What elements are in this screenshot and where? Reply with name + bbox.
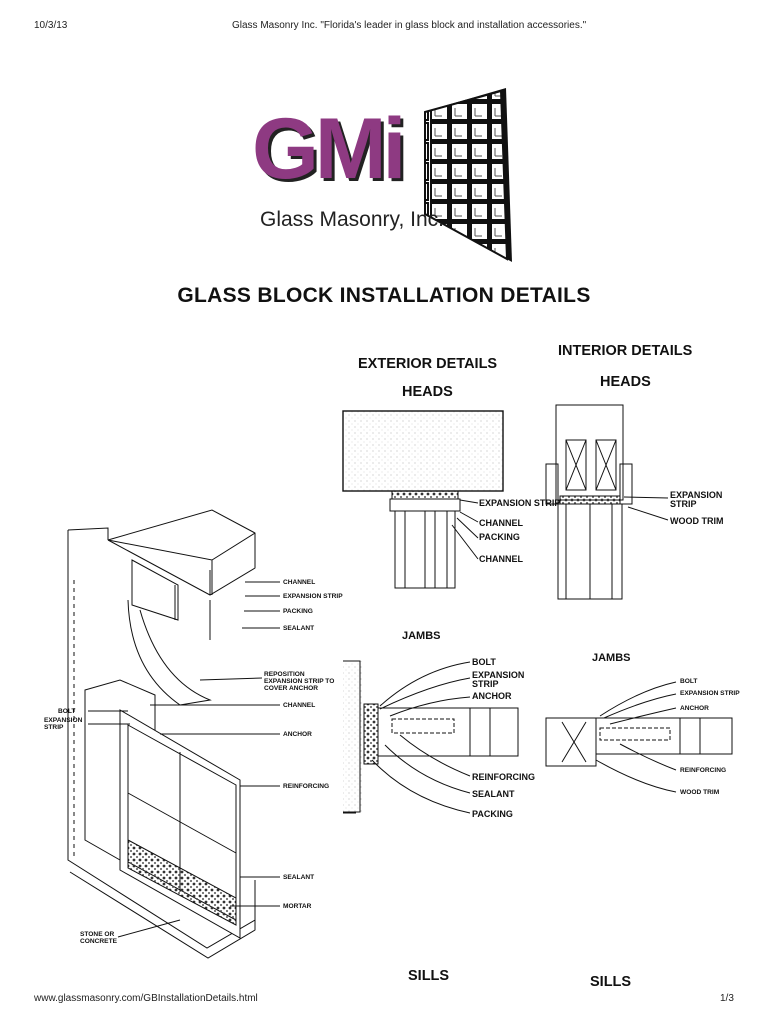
- glass-block-grid-graphic: [424, 88, 512, 262]
- exterior-sills-heading: SILLS: [408, 968, 450, 984]
- label-iso-sealant-2: SEALANT: [283, 874, 315, 881]
- label-ext-head-channel: CHANNEL: [479, 518, 523, 528]
- label-int-head-expansion-strip: EXPANSION STRIP: [670, 490, 723, 509]
- label-ext-jamb-anchor: ANCHOR: [472, 691, 512, 701]
- interior-heads-heading: HEADS: [600, 374, 651, 390]
- label-iso-channel: CHANNEL: [283, 579, 316, 586]
- label-ext-jamb-sealant: SEALANT: [472, 789, 515, 799]
- label-iso-expansion-strip: EXPANSION STRIP: [283, 593, 343, 600]
- label-ext-head-packing: PACKING: [479, 532, 520, 542]
- exterior-jambs-heading: JAMBS: [402, 630, 441, 642]
- jamb-bracket: [343, 660, 356, 814]
- logo-company-name: Glass Masonry, Inc.: [260, 208, 444, 231]
- print-date: 10/3/13: [34, 20, 68, 31]
- label-int-jamb-expansion-strip: EXPANSION STRIP: [680, 690, 740, 697]
- print-page-title: Glass Masonry Inc. "Florida's leader in …: [232, 20, 587, 31]
- interior-jambs-heading: JAMBS: [592, 652, 631, 664]
- label-int-jamb-anchor: ANCHOR: [680, 705, 709, 712]
- interior-jamb-detail: [545, 681, 733, 793]
- label-iso-reinforcing: REINFORCING: [283, 783, 330, 790]
- label-iso-packing: PACKING: [283, 608, 313, 615]
- interior-sills-heading: SILLS: [590, 974, 632, 990]
- label-iso-mortar: MORTAR: [283, 903, 312, 910]
- label-ext-jamb-packing: PACKING: [472, 809, 513, 819]
- label-ext-head-channel-2: CHANNEL: [479, 554, 523, 564]
- label-ext-jamb-expansion-strip: EXPANSION STRIP: [472, 670, 525, 689]
- label-iso-anchor: ANCHOR: [283, 731, 312, 738]
- exterior-heads-heading: HEADS: [402, 384, 453, 400]
- interior-details-heading: INTERIOR DETAILS: [558, 343, 693, 359]
- label-int-head-wood-trim: WOOD TRIM: [670, 516, 724, 526]
- footer-url[interactable]: www.glassmasonry.com/GBInstallationDetai…: [34, 993, 258, 1004]
- exterior-jamb-detail: [343, 660, 519, 814]
- page-title: GLASS BLOCK INSTALLATION DETAILS: [177, 284, 591, 307]
- gmi-logo: GMi Glass Masonry, Inc.: [250, 82, 520, 270]
- label-ext-jamb-reinforcing: REINFORCING: [472, 772, 535, 782]
- exterior-head-detail: [342, 410, 504, 589]
- label-ext-head-expansion-strip: EXPANSION STRIP: [479, 498, 561, 508]
- isometric-wall-drawing: [67, 509, 280, 959]
- label-ext-jamb-bolt: BOLT: [472, 657, 496, 667]
- label-iso-expansion-strip-2: EXPANSION STRIP: [44, 717, 83, 731]
- label-iso-bolt: BOLT: [58, 708, 76, 715]
- interior-head-detail: [545, 404, 669, 600]
- logo-letters: GMi: [252, 101, 406, 197]
- label-int-jamb-wood-trim: WOOD TRIM: [680, 789, 720, 796]
- label-int-jamb-reinforcing: REINFORCING: [680, 767, 727, 774]
- label-iso-reposition-expansion-strip: REPOSITION EXPANSION STRIP TO COVER ANCH…: [264, 671, 335, 692]
- label-iso-channel-2: CHANNEL: [283, 702, 316, 709]
- label-iso-stone-or-concrete: STONE OR CONCRETE: [80, 931, 117, 945]
- exterior-details-heading: EXTERIOR DETAILS: [358, 356, 498, 372]
- label-int-jamb-bolt: BOLT: [680, 678, 698, 685]
- footer-page-number: 1/3: [720, 993, 734, 1004]
- label-iso-sealant: SEALANT: [283, 625, 315, 632]
